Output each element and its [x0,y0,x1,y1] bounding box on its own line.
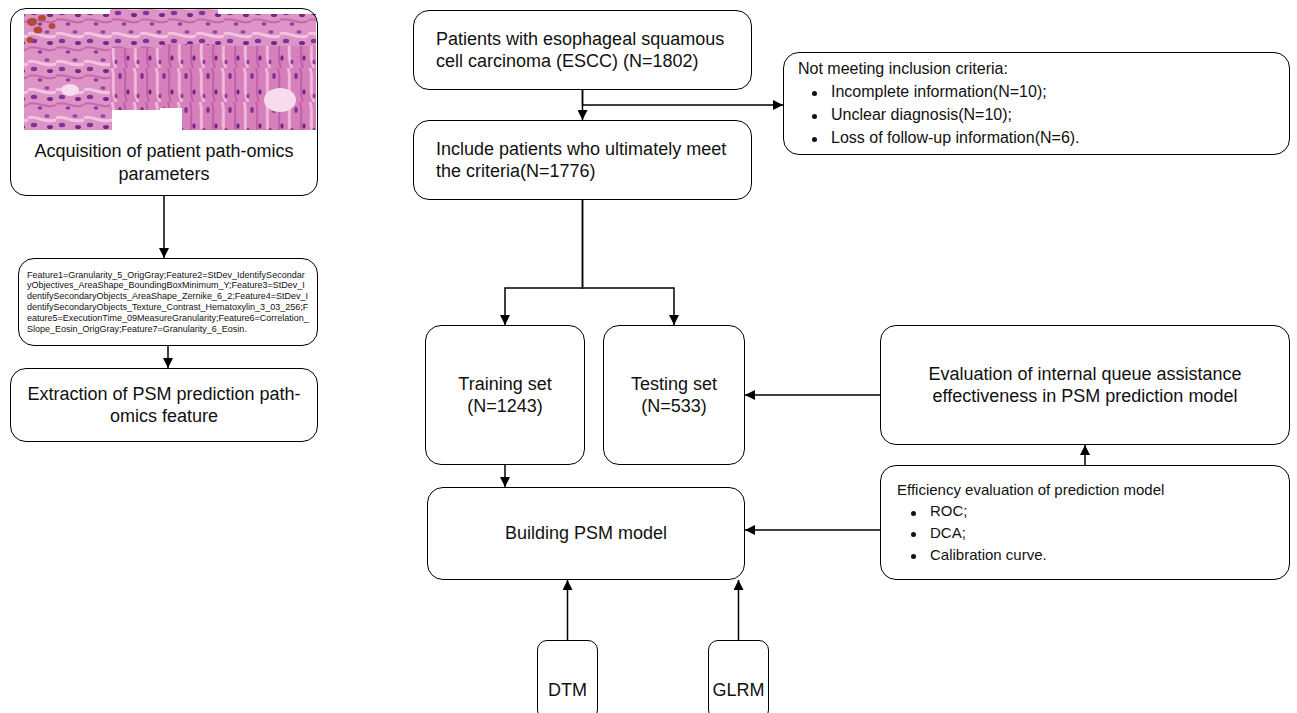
bullet-text: Loss of follow-up information(N=6). [831,128,1080,148]
flow-arrow [1084,445,1086,465]
bullet-dot [812,91,817,96]
flow-arrow [505,200,583,325]
bullet-dot [911,511,916,516]
tissue-panel [216,14,316,46]
image-gap [160,108,182,130]
flow-arrow [738,580,740,640]
box-label: Acquisition of patient path-omics parame… [21,140,307,185]
evaluation-box: Efficiency evaluation of prediction mode… [880,465,1290,580]
process-box: Training set (N=1243) [425,325,585,465]
bullet-text: ROC; [930,502,968,521]
process-box: Testing set (N=533) [603,325,745,465]
red-cells [27,15,56,43]
process-box: Include patients who ultimately meet the… [413,120,752,200]
box-label: Testing set (N=533) [614,373,734,418]
process-box: Patients with esophageal squamous cell c… [413,10,752,90]
flow-arrow [745,394,880,396]
box-heading: Not meeting inclusion criteria: [798,59,1277,79]
exclusion-box: Not meeting inclusion criteria: Incomplet… [783,52,1290,155]
bullet-dot [911,532,916,537]
tissue-panel [162,44,316,130]
lumen [61,84,296,112]
bullet-dot [911,554,916,559]
flow-arrow [163,196,165,258]
bullet-text: Unclear diagnosis(N=10); [831,105,1012,125]
flow-arrow [583,90,784,105]
tissue-panel [24,14,112,130]
box-label: Include patients who ultimately meet the… [436,138,735,183]
flow-arrow [567,580,569,640]
bullet-text: Incomplete information(N=10); [831,82,1047,102]
flow-arrow [167,346,169,368]
box-heading: Efficiency evaluation of prediction mode… [897,481,1277,500]
bullet-dot [812,137,817,142]
flow-arrow [504,465,506,487]
box-label: Training set (N=1243) [436,373,574,418]
box-label: Patients with esophageal squamous cell c… [436,28,735,73]
flow-arrow [583,200,675,325]
bullet-dot [812,114,817,119]
process-box: Extraction of PSM prediction path-omics … [10,368,318,442]
box-label: Feature1=Granularity_5_OrigGray;Feature2… [27,270,309,335]
method-box: GLRM [708,640,769,713]
box-label: Extraction of PSM prediction path-omics … [23,383,305,428]
process-box: Evaluation of internal queue assistance … [880,325,1290,445]
box-label: DTM [540,679,595,702]
box-label: Evaluation of internal queue assistance … [901,363,1269,408]
method-box: DTM [537,640,598,713]
tissue-panel [110,8,218,50]
bullet-text: Calibration curve. [930,546,1047,565]
process-box: Building PSM model [427,487,745,580]
tissue-panel [110,48,164,110]
box-label: Building PSM model [440,522,732,545]
flow-arrow [745,529,880,531]
image-box: Acquisition of patient path-omics parame… [10,8,318,196]
bullet-text: DCA; [930,524,966,543]
feature-box: Feature1=Granularity_5_OrigGray;Feature2… [18,258,318,346]
box-label: GLRM [711,679,766,702]
